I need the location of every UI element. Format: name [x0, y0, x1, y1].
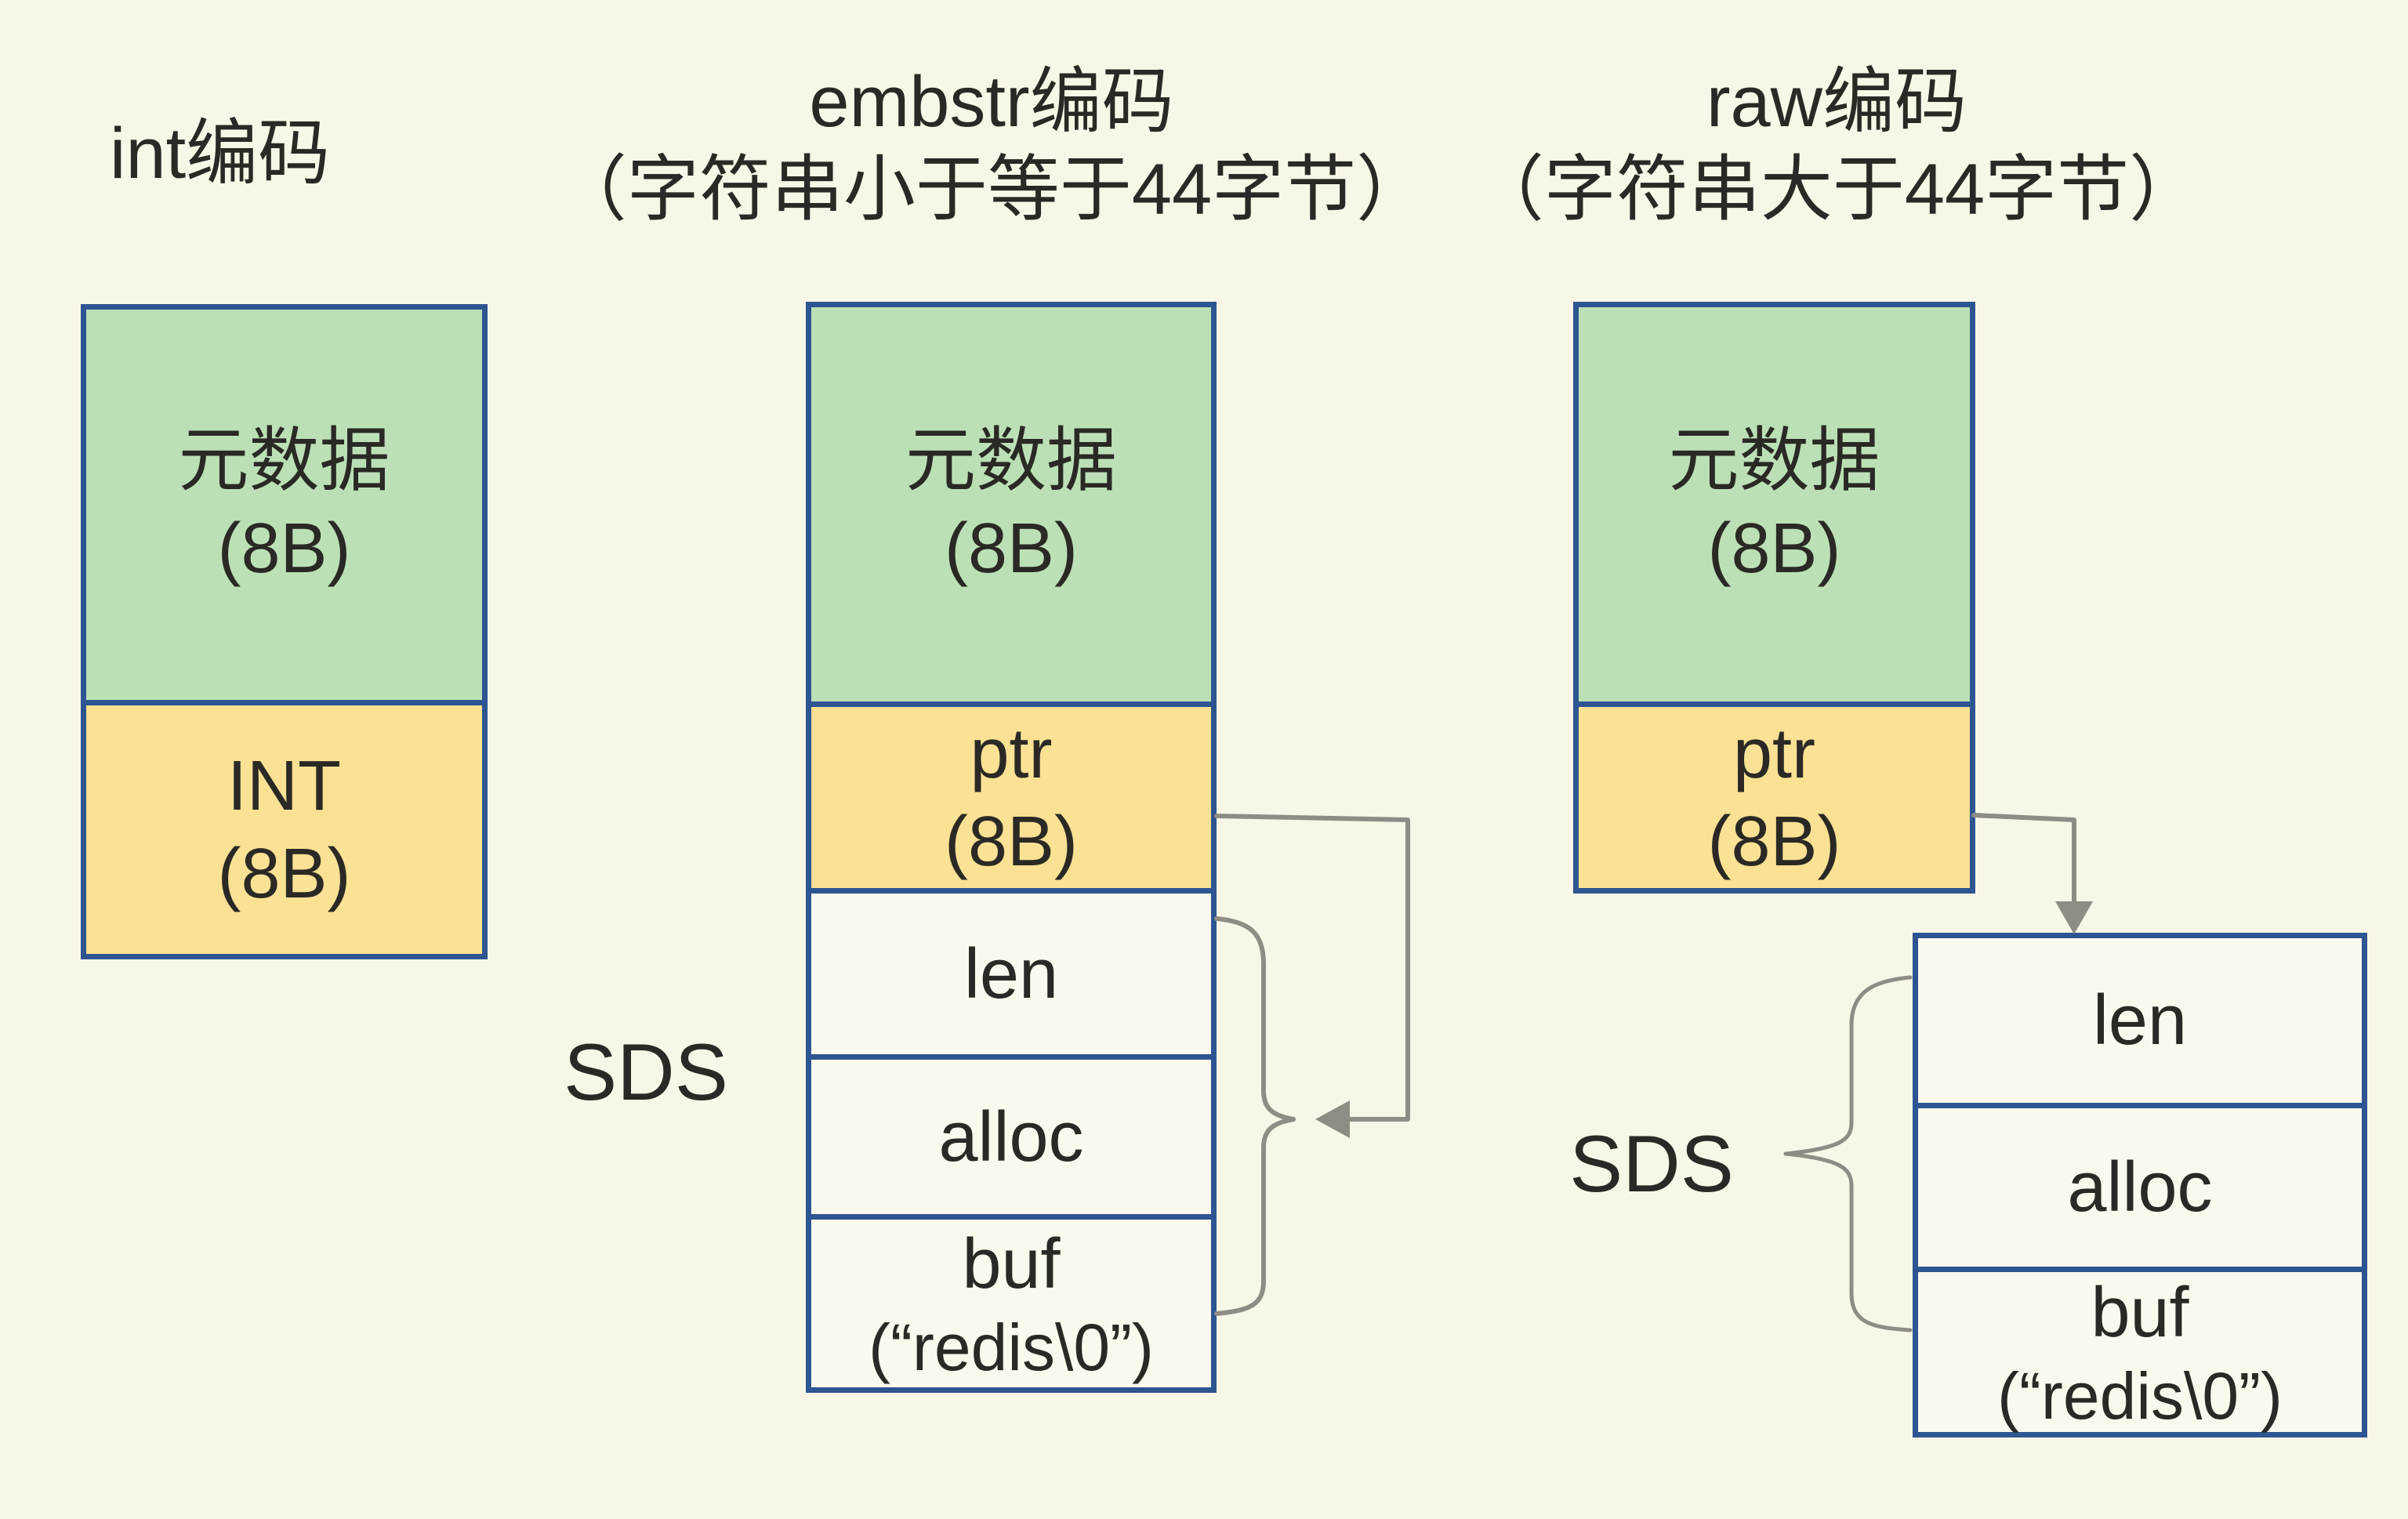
embstr-buf-box: buf (“redis\0”) [806, 1214, 1217, 1393]
embstr-encoding-title-line2: （字符串小于等于44字节） [554, 150, 1429, 230]
embstr-sds-bracket [1214, 916, 1296, 1316]
embstr-len-label: len [963, 934, 1059, 1013]
raw-ptr-size: (8B) [1707, 802, 1841, 881]
raw-len-label: len [2092, 981, 2188, 1060]
embstr-buf-content: (“redis\0”) [868, 1311, 1154, 1384]
embstr-ptr-size: (8B) [944, 802, 1079, 881]
raw-encoding-title: raw编码 （字符串大于44字节） [1288, 58, 2385, 234]
embstr-alloc-label: alloc [938, 1097, 1084, 1176]
raw-alloc-label: alloc [2067, 1148, 2213, 1227]
embstr-ptr-arrow [1214, 814, 1410, 1122]
embstr-metadata-label: 元数据 [905, 421, 1117, 500]
embstr-metadata-size: (8B) [944, 509, 1079, 588]
raw-encoding-title-line1: raw编码 [1706, 62, 1967, 142]
embstr-sds-label: SDS [564, 1028, 728, 1117]
int-value-box: INT (8B) [81, 700, 488, 959]
int-metadata-label: 元数据 [178, 422, 390, 500]
embstr-buf-label: buf [962, 1225, 1061, 1303]
embstr-ptr-arrowhead-icon [1315, 1100, 1350, 1138]
raw-ptr-arrow [1971, 813, 2076, 905]
int-metadata-size: (8B) [217, 509, 351, 588]
int-value-label: INT [227, 746, 341, 825]
int-object-stack: 元数据 (8B) INT (8B) [81, 304, 488, 959]
int-value-size: (8B) [217, 834, 351, 913]
raw-sds-label: SDS [1569, 1119, 1734, 1209]
raw-metadata-size: (8B) [1707, 509, 1841, 588]
raw-ptr-label: ptr [1732, 714, 1816, 793]
embstr-alloc-box: alloc [806, 1054, 1217, 1220]
embstr-ptr-label: ptr [970, 714, 1053, 793]
int-metadata-box: 元数据 (8B) [81, 304, 488, 705]
raw-metadata-box: 元数据 (8B) [1573, 302, 1975, 707]
raw-object-stack: 元数据 (8B) ptr (8B) [1573, 302, 1975, 894]
raw-encoding-title-line2: （字符串大于44字节） [1471, 150, 2202, 230]
int-encoding-title-line1: int编码 [110, 114, 331, 194]
embstr-object-stack: 元数据 (8B) ptr (8B) len alloc buf (“redis\… [806, 302, 1217, 1393]
raw-ptr-box: ptr (8B) [1573, 701, 1975, 894]
raw-buf-label: buf [2091, 1274, 2189, 1352]
embstr-metadata-box: 元数据 (8B) [806, 302, 1217, 707]
raw-metadata-label: 元数据 [1668, 421, 1880, 500]
raw-sds-stack: len alloc buf (“redis\0”) [1913, 933, 2367, 1437]
int-encoding-title: int编码 [110, 110, 330, 198]
raw-ptr-arrowhead-icon [2055, 901, 2093, 934]
raw-sds-brace [1783, 975, 1913, 1332]
embstr-encoding-title: embstr编码 （字符串小于等于44字节） [443, 58, 1540, 234]
raw-alloc-box: alloc [1913, 1103, 2367, 1272]
embstr-encoding-title-line1: embstr编码 [809, 62, 1174, 142]
raw-buf-content: (“redis\0”) [1996, 1359, 2283, 1433]
raw-len-box: len [1913, 933, 2367, 1108]
embstr-ptr-box: ptr (8B) [806, 701, 1217, 894]
embstr-len-box: len [806, 888, 1217, 1060]
raw-buf-box: buf (“redis\0”) [1913, 1267, 2367, 1437]
